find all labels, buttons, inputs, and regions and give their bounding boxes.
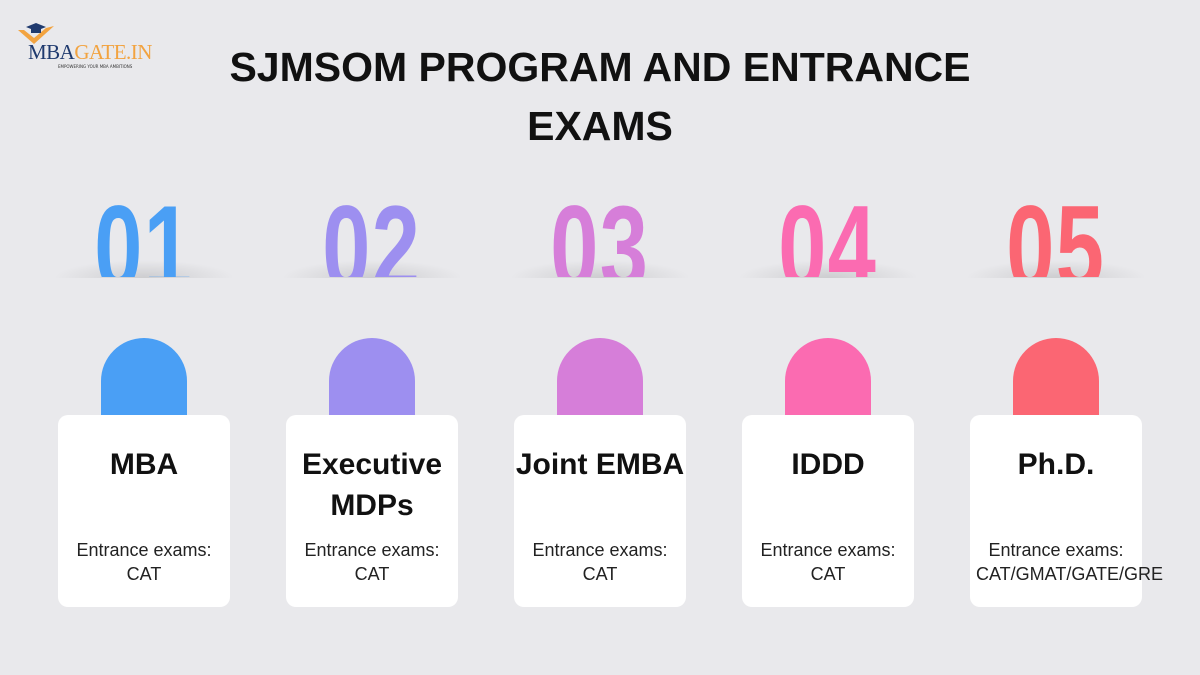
program-column: 01 MBA Entrance exams: CAT	[53, 190, 235, 610]
program-card: Executive MDPs Entrance exams: CAT	[286, 415, 458, 607]
number-shadow	[281, 260, 463, 278]
program-arch	[329, 338, 415, 416]
program-name: Ph.D.	[1017, 448, 1095, 481]
program-exams: Entrance exams: CAT	[532, 540, 668, 584]
program-card: Ph.D. Entrance exams: CAT/GMAT/GATE/GRE	[970, 415, 1164, 607]
graduation-cap-icon	[18, 23, 54, 44]
program-arch	[557, 338, 643, 416]
program-number-text: 05	[1006, 190, 1106, 277]
logo: MBAGATE.IN EMPOWERING YOUR MBA AMBITIONS	[8, 20, 158, 70]
program-arch	[785, 338, 871, 416]
logo-tagline: EMPOWERING YOUR MBA AMBITIONS	[58, 64, 133, 69]
program-name: IDDD	[791, 448, 865, 481]
number-shadow	[965, 260, 1147, 278]
program-card: Joint EMBA Entrance exams: CAT	[514, 415, 686, 607]
program-card: MBA Entrance exams: CAT	[58, 415, 230, 607]
program-exams: Entrance exams: CAT	[76, 540, 212, 584]
program-column: 05 Ph.D. Entrance exams: CAT/GMAT/GATE/G…	[965, 190, 1164, 610]
program-number: 05	[970, 190, 1142, 277]
program-number: 04	[742, 190, 914, 277]
program-exams: Entrance exams: CAT/GMAT/GATE/GRE	[976, 540, 1164, 584]
program-number-text: 01	[94, 190, 194, 277]
program-exams: Entrance exams: CAT	[760, 540, 896, 584]
program-number: 01	[58, 190, 230, 277]
program-column: 03 Joint EMBA Entrance exams: CAT	[509, 190, 691, 610]
logo-text-main: MBA	[28, 40, 75, 64]
logo-text-accent: GATE.IN	[74, 40, 152, 64]
program-column: 02 Executive MDPs Entrance exams: CAT	[281, 190, 463, 610]
program-name: Joint EMBA	[515, 448, 685, 481]
number-shadow	[53, 260, 235, 278]
program-arch	[1013, 338, 1099, 416]
program-number-text: 04	[778, 190, 878, 277]
number-shadow	[737, 260, 919, 278]
program-number-text: 02	[322, 190, 422, 277]
program-number: 02	[286, 190, 458, 277]
program-column: 04 IDDD Entrance exams: CAT	[737, 190, 919, 610]
number-shadow	[509, 260, 691, 278]
program-name: MBA	[109, 448, 179, 481]
program-arch	[101, 338, 187, 416]
program-number: 03	[514, 190, 686, 277]
program-number-text: 03	[550, 190, 650, 277]
program-name: Executive MDPs	[301, 448, 443, 522]
page-title: SJMSOM PROGRAM AND ENTRANCE EXAMS	[229, 44, 971, 149]
program-exams: Entrance exams: CAT	[304, 540, 440, 584]
program-card: IDDD Entrance exams: CAT	[742, 415, 914, 607]
